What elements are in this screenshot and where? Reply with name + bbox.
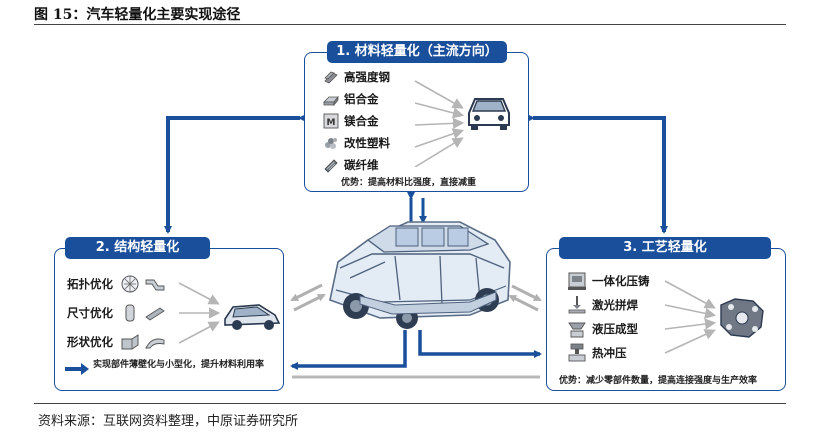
structure-item-label: 形状优化: [67, 335, 113, 349]
material-item: 铝合金: [323, 91, 379, 107]
car-body-frame-illustration: [329, 221, 511, 329]
die-casting-icon: [567, 271, 587, 291]
material-item: 碳纤维: [323, 157, 379, 173]
structure-item-label: 尺寸优化: [67, 306, 113, 320]
tube-size-icon: [121, 304, 139, 322]
structure-item: 拓扑优化: [67, 275, 171, 293]
magnesium-element-icon: M: [323, 113, 339, 129]
top-rule: [34, 24, 786, 25]
material-item-label: 高强度钢: [344, 70, 390, 84]
link-materials-structure: [164, 114, 306, 234]
shape-block-icon: [121, 333, 139, 351]
car-front-icon: [468, 98, 510, 130]
laser-welding-icon: [567, 295, 587, 315]
process-item: 热冲压: [567, 343, 627, 363]
topology-mesh-icon: [121, 275, 139, 293]
structure-panel: 2. 结构轻量化 拓扑优化 尺寸优化 形状优化: [54, 237, 284, 391]
process-advantage-note: 优势：减少零部件数量，提高连接强度与生产效率: [559, 376, 758, 386]
figure-source: 资料来源：互联网资料整理，中原证券研究所: [38, 414, 299, 429]
process-panel-title: 3. 工艺轻量化: [559, 237, 771, 259]
link-materials-process: [527, 114, 668, 234]
process-to-part-arrows: [664, 280, 764, 354]
steel-beam-icon: [323, 69, 339, 85]
materials-to-car-arrows: [414, 80, 465, 167]
process-item: 一体化压铸: [567, 271, 650, 291]
structure-panel-title: 2. 结构轻量化: [65, 237, 210, 259]
materials-panel-title: 1. 材料轻量化（主流方向）: [327, 41, 507, 63]
carbon-fiber-roll-icon: [323, 157, 339, 173]
bottom-rule: [34, 403, 786, 404]
process-panel: 3. 工艺轻量化 一体化压铸 激光拼焊 液压成型 热冲压: [546, 237, 786, 391]
materials-advantage-note: 优势：提高材料比强度，直接减重: [341, 178, 477, 188]
blue-arrow-icon: [65, 363, 89, 375]
material-item-label: 镁合金: [344, 114, 379, 128]
structure-item: 形状优化: [67, 333, 171, 351]
structure-benefit-note: 实现部件薄壁化与小型化，提升材料利用率: [93, 360, 265, 370]
structure-to-car-arrows: [178, 282, 281, 344]
slim-tube-icon: [144, 305, 166, 321]
material-item: 高强度钢: [323, 69, 390, 85]
material-item-label: 铝合金: [344, 92, 379, 106]
material-item: M 镁合金: [323, 113, 379, 129]
link-bottom: [290, 330, 542, 379]
svg-text:M: M: [327, 118, 336, 128]
material-item: 改性塑料: [323, 135, 390, 151]
link-car-process: [508, 284, 542, 312]
hot-stamping-icon: [567, 343, 587, 363]
process-item-label: 热冲压: [592, 346, 627, 360]
plastic-pellets-icon: [323, 135, 339, 151]
curved-part-icon: [144, 334, 166, 350]
process-item-label: 一体化压铸: [592, 274, 650, 288]
link-materials-car: [407, 192, 427, 224]
aluminum-ingot-icon: [323, 91, 339, 107]
car-side-icon: [224, 304, 281, 330]
materials-panel: 1. 材料轻量化（主流方向） 高强度钢 铝合金 M 镁合金 改性塑料 碳纤维: [304, 41, 529, 192]
material-item-label: 碳纤维: [344, 158, 379, 172]
structure-item-label: 拓扑优化: [67, 277, 113, 291]
structure-item: 尺寸优化: [67, 304, 171, 322]
material-item-label: 改性塑料: [344, 136, 390, 150]
process-item: 液压成型: [567, 319, 638, 339]
cast-bracket-part-icon: [720, 298, 764, 338]
link-car-structure: [290, 283, 326, 312]
process-item: 激光拼焊: [567, 295, 638, 315]
hydroforming-icon: [567, 319, 587, 339]
process-item-label: 液压成型: [592, 322, 638, 336]
figure-title: 图 15：汽车轻量化主要实现途径: [34, 7, 241, 23]
process-item-label: 激光拼焊: [592, 298, 638, 312]
bracket-part-icon: [144, 276, 166, 292]
